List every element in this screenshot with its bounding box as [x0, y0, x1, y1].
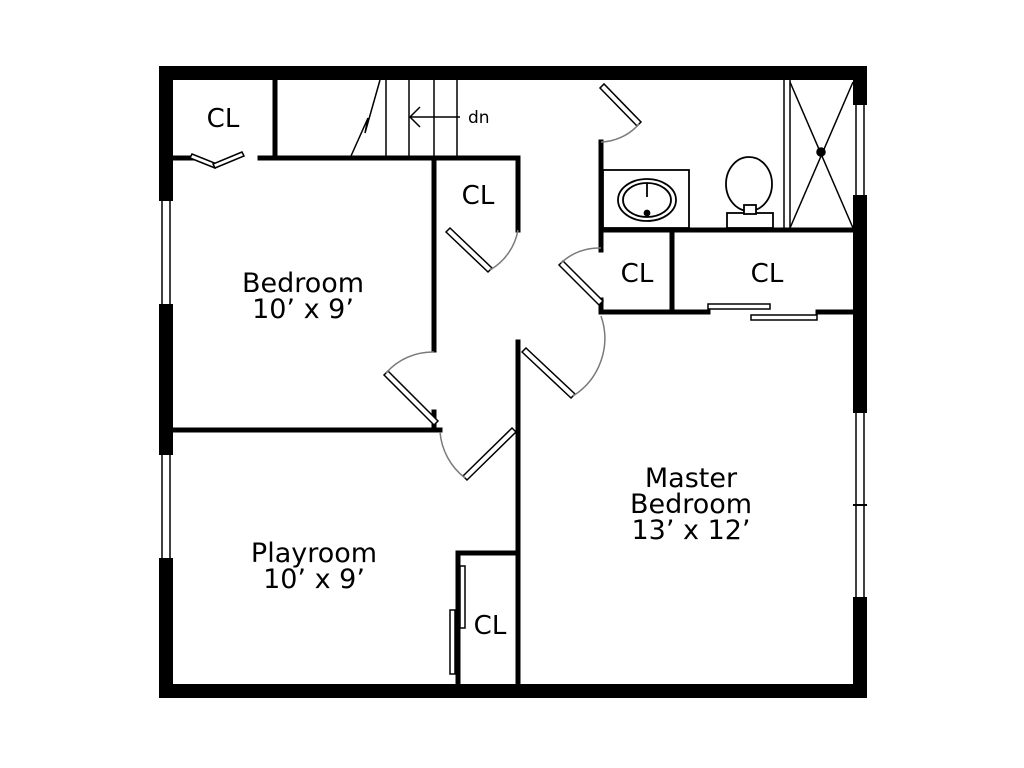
door-hall-closet[interactable]: [557, 247, 605, 307]
door-playroom[interactable]: [439, 426, 518, 482]
closet-label-bedroom: CL: [462, 181, 495, 211]
master-bedroom-name-line2: Bedroom: [630, 489, 752, 520]
sink-icon: [602, 169, 690, 229]
playroom-name: Playroom: [251, 538, 377, 569]
window-right-master: [853, 411, 867, 599]
closet-label-top-left: CL: [207, 104, 240, 134]
closet-label-bath-hall: CL: [621, 259, 654, 289]
door-master-bedroom[interactable]: [520, 315, 606, 400]
arrow-left-icon: [408, 106, 460, 128]
window-right-bath: [853, 103, 867, 197]
closet-bifold-door-top-left[interactable]: [188, 151, 246, 169]
closet-label-playroom: CL: [474, 611, 507, 641]
master-bedroom-dimensions: 13’ x 12’: [631, 515, 750, 546]
door-bathroom[interactable]: [598, 82, 643, 143]
bedroom-name: Bedroom: [242, 268, 364, 299]
staircase: [350, 79, 460, 157]
door-bedroom-closet[interactable]: [444, 226, 519, 274]
exterior-wall: [159, 66, 867, 698]
windows: [159, 103, 867, 599]
toilet-icon: [725, 156, 774, 229]
closet-label-master: CL: [751, 259, 784, 289]
stairs-direction-label: dn: [468, 108, 490, 128]
closet-labels: CL CL CL CL CL: [207, 104, 784, 641]
stair-break-line: [350, 79, 381, 157]
playroom-dimensions: 10’ x 9’: [263, 564, 365, 595]
window-left-top: [159, 199, 173, 306]
closet-sliding-door-playroom[interactable]: [449, 565, 466, 675]
room-labels: Bedroom 10’ x 9’ Playroom 10’ x 9’ Maste…: [242, 268, 752, 595]
closet-sliding-door-master[interactable]: [707, 303, 818, 321]
shower-icon: [783, 80, 854, 230]
interior-walls: [170, 77, 856, 687]
door-bedroom[interactable]: [382, 351, 440, 427]
master-bedroom-name-line1: Master: [645, 463, 738, 494]
bedroom-dimensions: 10’ x 9’: [252, 294, 354, 325]
doors: [188, 82, 818, 675]
window-left-bottom: [159, 453, 173, 560]
